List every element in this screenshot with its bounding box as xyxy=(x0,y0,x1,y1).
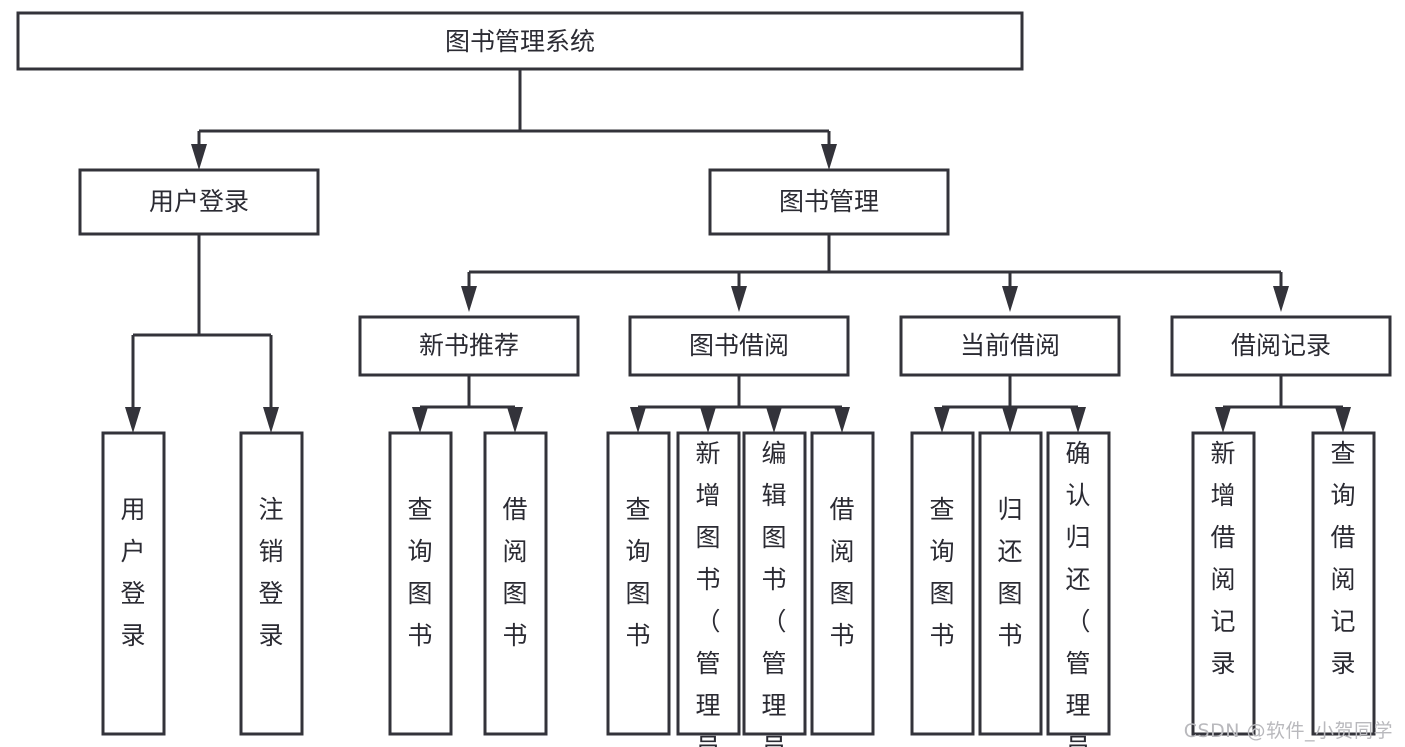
arrow-head-icon xyxy=(834,407,850,433)
node-current-label: 当前借阅 xyxy=(960,331,1060,360)
arrow-head-icon xyxy=(1335,407,1351,433)
connector-group-login xyxy=(125,234,279,433)
node-leaf8[interactable]: 借阅图书 xyxy=(810,431,875,736)
connector-group-root xyxy=(191,69,837,170)
arrow-head-icon xyxy=(1002,407,1018,433)
node-leaf11[interactable]: 确认归还（管理员） xyxy=(1046,431,1111,747)
node-leaf1[interactable]: 用户登录 xyxy=(101,431,166,736)
node-leaf11-label: 确认归还（管理员） xyxy=(1065,439,1090,747)
node-login[interactable]: 用户登录 xyxy=(78,168,320,236)
node-leaf2-label: 注销登录 xyxy=(258,495,283,650)
arrow-head-icon xyxy=(507,407,523,433)
node-leaf2-box[interactable] xyxy=(239,431,304,736)
node-leaf6-label: 新增图书（管理员） xyxy=(695,439,720,747)
arrow-head-icon xyxy=(630,407,646,433)
node-borrow[interactable]: 图书借阅 xyxy=(628,315,850,377)
node-leaf10-label: 归还图书 xyxy=(997,495,1022,650)
node-newbook-box[interactable] xyxy=(358,315,580,377)
node-leaf5-label: 查询图书 xyxy=(625,495,650,650)
arrow-head-icon xyxy=(1070,407,1086,433)
node-record-box[interactable] xyxy=(1170,315,1392,377)
node-leaf3-label: 查询图书 xyxy=(407,495,432,650)
arrow-head-icon xyxy=(934,407,950,433)
arrow-head-icon xyxy=(731,286,747,312)
csdn-watermark: CSDN @软件_小贺同学 xyxy=(1183,720,1393,742)
node-login-box[interactable] xyxy=(78,168,320,236)
node-leaf4-box[interactable] xyxy=(483,431,548,736)
node-leaf13-label: 查询借阅记录 xyxy=(1330,439,1355,678)
node-leaf1-box[interactable] xyxy=(101,431,166,736)
node-leaf3[interactable]: 查询图书 xyxy=(388,431,453,736)
arrow-head-icon xyxy=(263,407,279,433)
node-leaf4-label: 借阅图书 xyxy=(502,495,527,650)
node-leaf9-label: 查询图书 xyxy=(929,495,954,650)
node-newbook[interactable]: 新书推荐 xyxy=(358,315,580,377)
arrow-head-icon xyxy=(1002,286,1018,312)
connector-group-borrow xyxy=(630,375,850,433)
node-leaf7-box[interactable] xyxy=(742,431,807,736)
node-current[interactable]: 当前借阅 xyxy=(899,315,1121,377)
node-bookmgmt-label: 图书管理 xyxy=(779,187,879,216)
arrow-head-icon xyxy=(766,407,782,433)
node-record-label: 借阅记录 xyxy=(1231,331,1331,360)
node-leaf13[interactable]: 查询借阅记录 xyxy=(1311,431,1376,736)
arrow-head-icon xyxy=(1273,286,1289,312)
node-root-label: 图书管理系统 xyxy=(445,27,595,56)
arrow-head-icon xyxy=(1215,407,1231,433)
connector-group-newbook xyxy=(412,375,523,433)
node-record[interactable]: 借阅记录 xyxy=(1170,315,1392,377)
arrow-head-icon xyxy=(191,144,207,170)
connector-group-current xyxy=(934,375,1086,433)
node-leaf2[interactable]: 注销登录 xyxy=(239,431,304,736)
arrow-head-icon xyxy=(125,407,141,433)
arrow-head-icon xyxy=(412,407,428,433)
node-leaf10[interactable]: 归还图书 xyxy=(978,431,1043,736)
connector-group-bookmgmt xyxy=(461,234,1289,312)
node-leaf11-box[interactable] xyxy=(1046,431,1111,736)
node-root-box[interactable] xyxy=(16,11,1024,71)
node-leaf8-label: 借阅图书 xyxy=(829,495,854,650)
node-leaf6-box[interactable] xyxy=(676,431,741,736)
node-leaf7[interactable]: 编辑图书（管理员） xyxy=(742,431,807,747)
node-leaf12-box[interactable] xyxy=(1191,431,1256,736)
node-leaf4[interactable]: 借阅图书 xyxy=(483,431,548,736)
node-leaf8-box[interactable] xyxy=(810,431,875,736)
node-login-label: 用户登录 xyxy=(149,187,249,216)
node-leaf12-label: 新增借阅记录 xyxy=(1210,439,1235,678)
node-leaf10-box[interactable] xyxy=(978,431,1043,736)
node-leaf9-box[interactable] xyxy=(910,431,975,736)
node-bookmgmt[interactable]: 图书管理 xyxy=(708,168,950,236)
arrow-head-icon xyxy=(700,407,716,433)
connector-group-record xyxy=(1215,375,1351,433)
node-bookmgmt-box[interactable] xyxy=(708,168,950,236)
node-current-box[interactable] xyxy=(899,315,1121,377)
arrow-head-icon xyxy=(821,144,837,170)
node-leaf13-box[interactable] xyxy=(1311,431,1376,736)
node-borrow-box[interactable] xyxy=(628,315,850,377)
node-leaf7-label: 编辑图书（管理员） xyxy=(761,439,786,747)
node-leaf12[interactable]: 新增借阅记录 xyxy=(1191,431,1256,736)
node-leaf6[interactable]: 新增图书（管理员） xyxy=(676,431,741,747)
node-leaf3-box[interactable] xyxy=(388,431,453,736)
node-leaf5-box[interactable] xyxy=(606,431,671,736)
node-newbook-label: 新书推荐 xyxy=(419,331,519,360)
arrow-head-icon xyxy=(461,286,477,312)
node-leaf9[interactable]: 查询图书 xyxy=(910,431,975,736)
node-leaf1-label: 用户登录 xyxy=(120,495,145,650)
node-leaf5[interactable]: 查询图书 xyxy=(606,431,671,736)
node-borrow-label: 图书借阅 xyxy=(689,331,789,360)
node-root[interactable]: 图书管理系统 xyxy=(16,11,1024,71)
